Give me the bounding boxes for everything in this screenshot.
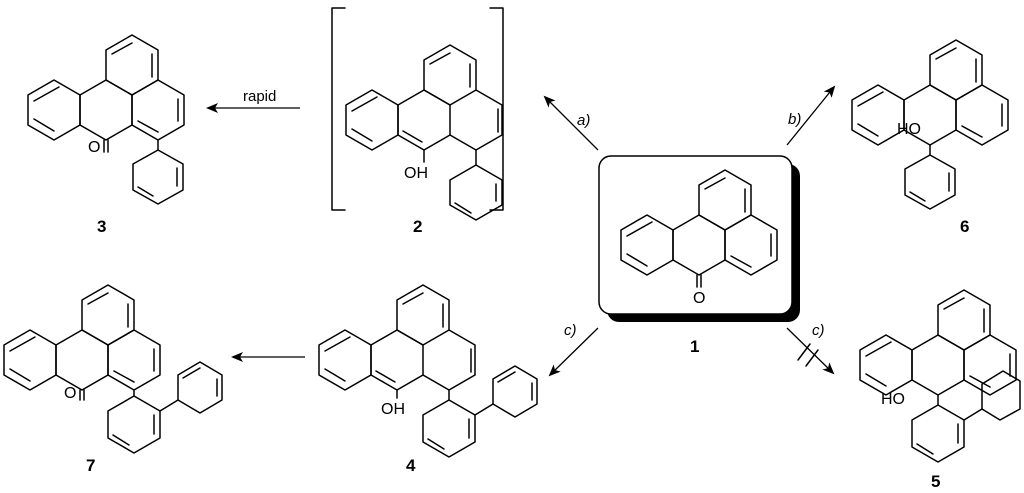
compound-6-label: 6 (960, 217, 969, 236)
compound-7-label: 7 (86, 456, 95, 475)
compound-6-hydroxyl: HO (897, 121, 921, 138)
condition-c-to-4: c) (564, 322, 577, 339)
arrow-1-to-6 (786, 85, 836, 146)
compound-5-hydroxyl: HO (881, 391, 905, 408)
arrow-1-to-4 (548, 327, 599, 377)
compound-4-hydroxyl: OH (381, 401, 405, 418)
compound-1-label: 1 (690, 337, 699, 356)
compound-3-carbonyl-o: O (88, 139, 100, 156)
compound-4-structure: OH (318, 284, 538, 458)
compound-2-hydroxyl: OH (404, 165, 428, 182)
arrow-1-to-2 (543, 95, 599, 151)
blocked-mark-2 (805, 349, 819, 367)
compound-7-structure: O (3, 284, 223, 454)
compound-5-label: 5 (931, 472, 940, 491)
condition-a: a) (577, 112, 590, 129)
compound-1-structure: O (620, 169, 778, 307)
condition-rapid: rapid (243, 88, 276, 105)
compound-6-structure: HO (851, 39, 1009, 210)
compound-1-carbonyl-o: O (693, 290, 705, 307)
compound-3-structure: O (27, 34, 185, 205)
compound-2-label: 2 (413, 217, 422, 236)
compound-4-label: 4 (406, 456, 416, 475)
compound-7-carbonyl-o: O (64, 385, 76, 402)
compound-5-structure: HO (859, 289, 1021, 463)
compound-3-label: 3 (97, 217, 106, 236)
compound-2-brackets (331, 7, 504, 211)
compound-2-structure: OH (345, 44, 503, 221)
blocked-mark-1 (797, 343, 811, 361)
condition-c-to-5: c) (812, 322, 825, 339)
condition-b: b) (788, 111, 801, 128)
arrow-1-to-5-blocked (786, 327, 835, 375)
